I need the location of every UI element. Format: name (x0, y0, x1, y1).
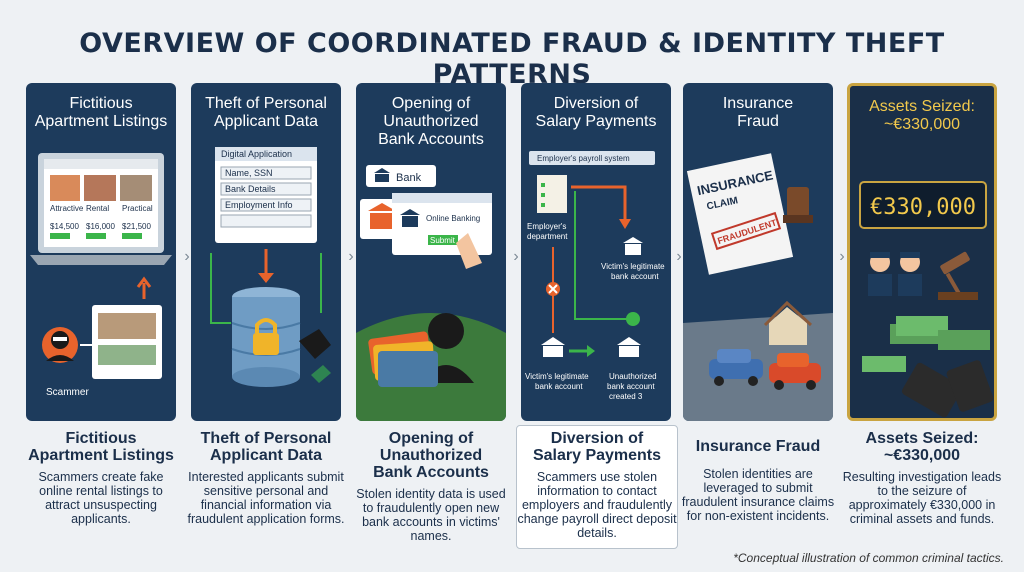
svg-text:Attractive: Attractive (50, 204, 84, 213)
caption-text: Stolen identity data is used to fraudule… (356, 487, 506, 543)
svg-text:Name, SSN: Name, SSN (225, 168, 273, 178)
svg-text:Practical: Practical (122, 204, 153, 213)
svg-text:Scammer: Scammer (46, 387, 89, 398)
svg-text:bank account: bank account (607, 382, 655, 391)
svg-text:Employment Info: Employment Info (225, 200, 293, 210)
caption-text: Stolen identities are leveraged to submi… (681, 467, 835, 523)
flow-arrow-icon: › (839, 248, 845, 265)
database-theft-illustration: Digital Application Name, SSN Bank Detai… (210, 147, 331, 387)
svg-text:bank account: bank account (535, 382, 583, 391)
flow-arrow-icon: › (184, 248, 190, 265)
svg-text:Rental: Rental (86, 204, 109, 213)
svg-text:department: department (527, 232, 568, 241)
seized-assets-illustration: €330,000 (859, 181, 994, 418)
caption-text: Interested applicants submit sensitive p… (187, 470, 345, 526)
flow-arrow-icon: › (676, 248, 682, 265)
panel-assets-seized: Assets Seized:~€330,000 €330,000 (847, 83, 997, 421)
flow-arrow-icon: › (348, 248, 354, 265)
svg-text:Online Banking: Online Banking (426, 214, 480, 223)
svg-text:Victim's legitimate: Victim's legitimate (601, 262, 665, 271)
svg-text:Submit: Submit (430, 236, 456, 245)
caption-assets-seized: Assets Seized:~€330,000 Resulting invest… (842, 430, 1002, 526)
caption-text: Scammers create fake online rental listi… (38, 470, 164, 526)
laptop-listings-illustration: Attractive Rental Practical $14,500 $16,… (30, 153, 172, 398)
svg-text:$14,500: $14,500 (50, 222, 79, 231)
online-banking-illustration: Bank Online Banking Submit (356, 165, 506, 421)
svg-text:Employer's payroll system: Employer's payroll system (537, 154, 630, 163)
svg-text:bank account: bank account (611, 272, 659, 281)
footnote: *Conceptual illustration of common crimi… (733, 551, 1004, 565)
svg-text:$16,000: $16,000 (86, 222, 115, 231)
svg-text:Employer's: Employer's (527, 222, 566, 231)
svg-text:created 3: created 3 (609, 392, 643, 401)
caption-insurance-fraud: Insurance Fraud Stolen identities are le… (678, 430, 838, 523)
caption-title: Assets Seized:~€330,000 (865, 430, 979, 464)
svg-text:Digital Application: Digital Application (221, 149, 292, 159)
caption-text: Resulting investigation leads to the sei… (842, 470, 1002, 526)
flow-arrow-icon: › (513, 248, 519, 265)
svg-text:Bank: Bank (396, 172, 422, 184)
payroll-diversion-illustration: Employer's payroll system Employer's dep… (525, 151, 665, 401)
page-title: OVERVIEW OF COORDINATED FRAUD & IDENTITY… (79, 28, 945, 90)
svg-text:$21,500: $21,500 (122, 222, 151, 231)
svg-text:Victim's legitimate: Victim's legitimate (525, 372, 589, 381)
svg-text:Bank Details: Bank Details (225, 184, 276, 194)
panel-title: Assets Seized:~€330,000 (869, 98, 975, 133)
svg-text:€330,000: €330,000 (870, 195, 976, 220)
svg-text:Unauthorized: Unauthorized (609, 372, 657, 381)
insurance-claim-illustration: INSURANCE CLAIM FRAUDULENT (683, 153, 833, 421)
caption-title: Insurance Fraud (695, 438, 821, 455)
caption-text: Scammers use stolen information to conta… (517, 470, 677, 540)
